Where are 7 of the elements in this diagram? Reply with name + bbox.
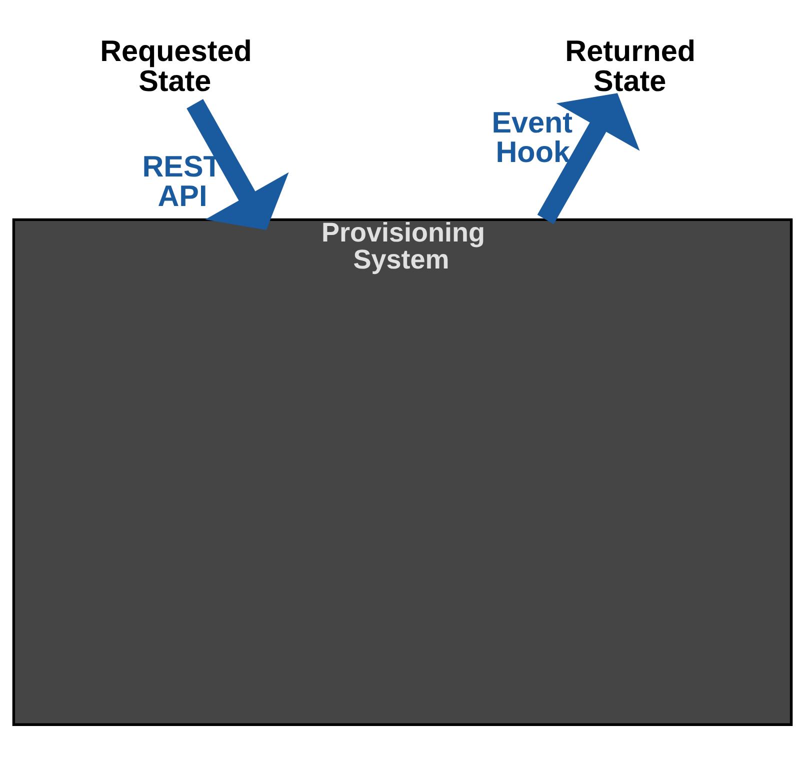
edge-label: REST API [142,150,222,212]
node-box: Provisioning System [12,218,793,726]
edge-label: Event Hook [492,106,573,169]
node-text: Requested State [100,34,252,98]
node-text: Returned State [565,34,696,98]
arrow [186,98,289,230]
arrow [537,92,640,224]
